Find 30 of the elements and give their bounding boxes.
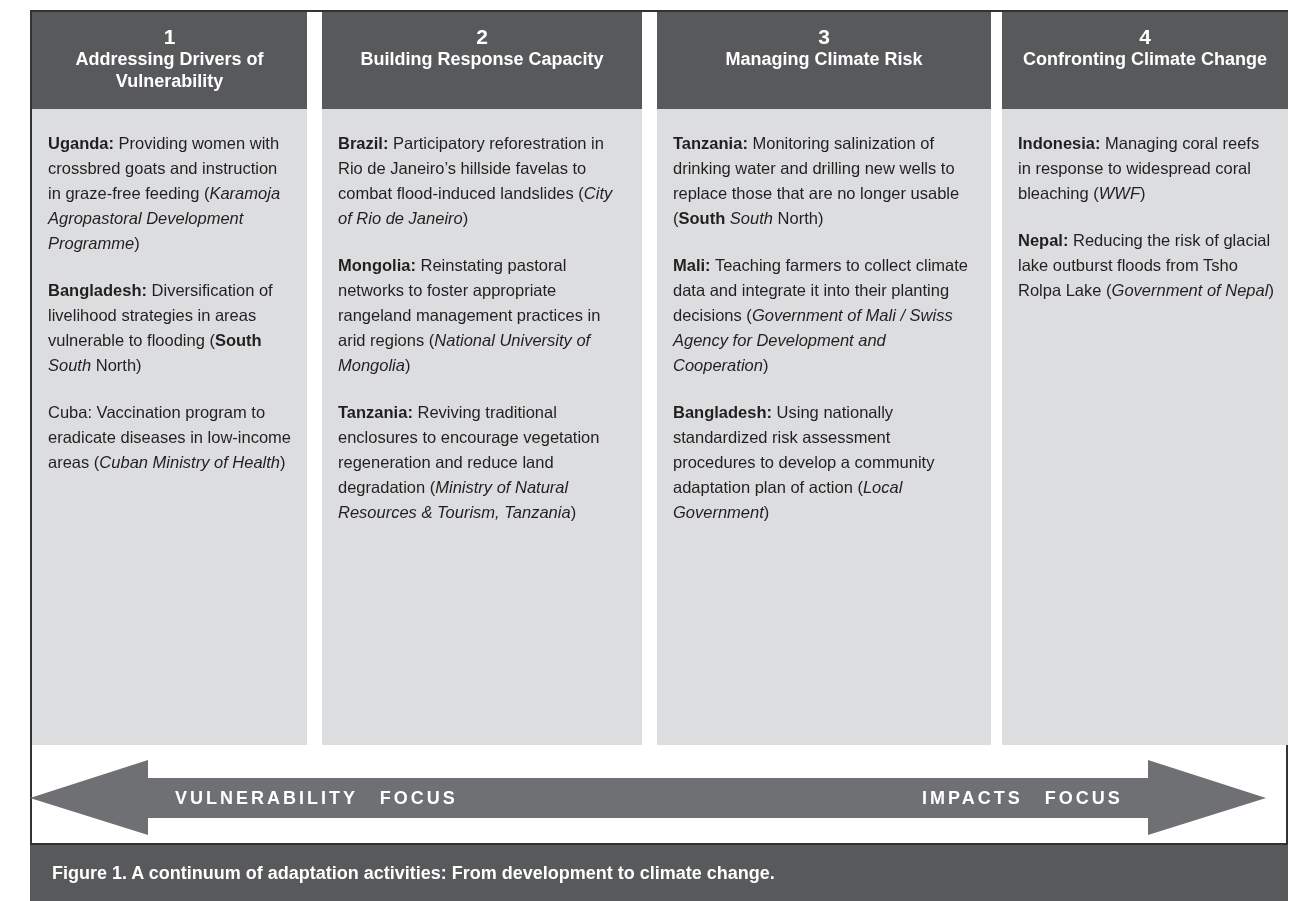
column-number: 1 (162, 26, 177, 48)
figure-caption: Figure 1. A continuum of adaptation activities: From development to climate change. (30, 845, 1288, 901)
column-panel (322, 109, 642, 745)
example-entry: Uganda: Providing women with crossbred goats and instruction in graze-free feeding (Karamoja Agropastoral Development Programme) (48, 133, 282, 254)
column-number: 4 (1138, 26, 1152, 48)
example-entry: Indonesia: Managing coral reefs in response to widespread coral bleaching (WWF) (1018, 133, 1261, 204)
example-entry: Cuba: Vaccination program to eradicate diseases in low-income areas (Cuban Ministry of Health) (48, 402, 293, 473)
column-title: Managing Climate Risk (724, 48, 924, 70)
example-entry: Bangladesh: Using nationally standardized risk assessment procedures to develop a community adaptation plan of action (Local Government) (673, 402, 936, 523)
column-panel (657, 109, 991, 745)
column-number: 3 (817, 26, 831, 48)
example-entry: Brazil: Participatory reforestration in Rio de Janeiro’s hillside favelas to combat flood-induced landslides (City of Rio de Janeiro) (338, 133, 614, 229)
column-panel (32, 109, 307, 745)
column-panel (1002, 109, 1288, 745)
example-entry: Tanzania: Reviving traditional enclosures to encourage vegetation regeneration and reduce land degradation (Ministry of Natural Resources & Tourism, Tanzania) (338, 402, 601, 523)
column-header (657, 12, 991, 109)
column-title: Confronting Climate Change (1022, 48, 1268, 70)
column-header (322, 12, 642, 109)
column-header (32, 12, 307, 109)
column-header (1002, 12, 1288, 109)
example-entry: Mongolia: Reinstating pastoral networks to foster appropriate rangeland management practices in arid regions (National University of Mongolia) (338, 255, 602, 376)
example-entry: Mali: Teaching farmers to collect climate data and integrate it into their planting decisions (Government of Mali / Swiss Agency for Development and Cooperation) (673, 255, 969, 376)
column-title: Building Response Capacity (359, 48, 605, 70)
example-entry: Nepal: Reducing the risk of glacial lake outburst floods from Tsho Rolpa Lake (Government of Nepal) (1018, 230, 1274, 301)
column-title: Addressing Drivers of Vulnerability (74, 48, 265, 92)
focus-label: VULNERABILITY FOCUS (175, 787, 458, 809)
example-entry: Tanzania: Monitoring salinization of drinking water and drilling new wells to replace those that are no longer usable (South South North) (673, 133, 961, 229)
column-number: 2 (475, 26, 489, 48)
focus-label: IMPACTS FOCUS (922, 787, 1123, 809)
example-entry: Bangladesh: Diversification of livelihood strategies in areas vulnerable to flooding (South South North) (48, 280, 274, 376)
